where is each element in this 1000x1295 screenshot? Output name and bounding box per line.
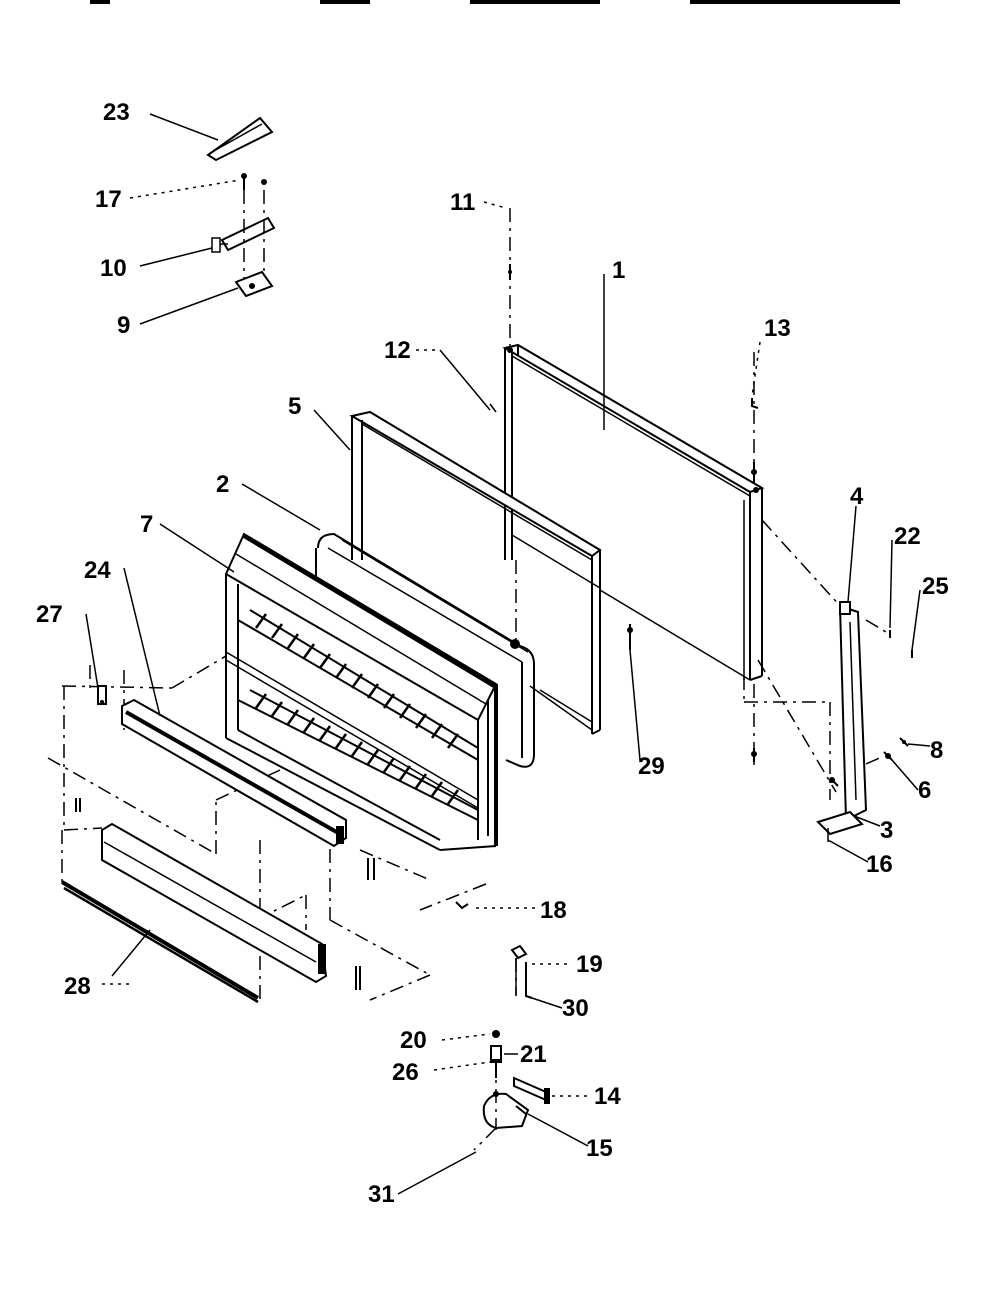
callout-labels: 23 17 10 9 11 1 12 13 5 2 7 24 27 4 22 2… — [36, 99, 949, 1208]
callout-28: 28 — [64, 973, 91, 1000]
screw-part-14 — [513, 1076, 550, 1104]
door-outer-panel-part-1 — [502, 343, 765, 681]
callout-27: 27 — [36, 601, 63, 628]
door-handle-trim-part-24 — [121, 698, 347, 848]
callout-18: 18 — [540, 897, 567, 924]
callout-21: 21 — [520, 1041, 547, 1068]
callout-9: 9 — [117, 312, 130, 339]
top-hinge-cover-part-23 — [206, 116, 274, 162]
screw-part-31 — [473, 1127, 497, 1151]
hinge-pin-part-30 — [525, 962, 533, 999]
door-gasket-part-5 — [349, 410, 602, 735]
callout-22: 22 — [894, 523, 921, 550]
door-stop-screw-part-13 — [751, 398, 759, 762]
callout-3: 3 — [880, 817, 893, 844]
callout-7: 7 — [140, 511, 153, 538]
callout-19: 19 — [576, 951, 603, 978]
callout-26: 26 — [392, 1059, 419, 1086]
door-liner-part-2 — [315, 532, 535, 768]
callout-20: 20 — [400, 1027, 427, 1054]
door-inner-frame-part-7 — [224, 532, 498, 851]
callout-4: 4 — [850, 483, 864, 510]
callout-31: 31 — [368, 1181, 395, 1208]
callout-2: 2 — [216, 471, 229, 498]
hinge-pin-part-3 — [816, 777, 864, 836]
callout-8: 8 — [930, 737, 943, 764]
callout-5: 5 — [288, 393, 301, 420]
callout-14: 14 — [594, 1083, 621, 1110]
callout-17: 17 — [95, 186, 122, 213]
callout-13: 13 — [764, 315, 791, 342]
callout-25: 25 — [922, 573, 949, 600]
screw-part-29 — [627, 624, 633, 650]
callout-30: 30 — [562, 995, 589, 1022]
hinge-screw-part-6 — [865, 751, 893, 765]
callout-16: 16 — [866, 851, 893, 878]
callout-10: 10 — [100, 255, 127, 282]
callout-12: 12 — [384, 337, 411, 364]
callout-23: 23 — [103, 99, 130, 126]
bottom-hinge-bracket-part-15 — [482, 1091, 530, 1130]
callout-6: 6 — [918, 777, 931, 804]
callout-29: 29 — [638, 753, 665, 780]
kick-plate-grille-part-28 — [60, 798, 361, 1004]
plug-part-12 — [489, 403, 497, 413]
bushing-part-21 — [490, 1045, 502, 1078]
hinge-washer-part-8 — [899, 737, 909, 747]
callout-15: 15 — [586, 1135, 613, 1162]
handle-bracket-part-27 — [97, 685, 107, 705]
callout-1: 1 — [612, 257, 625, 284]
top-hinge-screws-part-17 — [241, 173, 267, 190]
handle-screw-18 — [367, 858, 469, 910]
top-hinge-part-10 — [211, 190, 276, 290]
bottom-hinge-part-19 — [510, 944, 528, 996]
top-hinge-bracket-part-9 — [234, 270, 274, 298]
lower-hinge-bracket-part-4 — [838, 601, 868, 822]
callout-11: 11 — [450, 189, 475, 216]
screw-part-11 — [508, 264, 512, 280]
callout-24: 24 — [84, 557, 111, 584]
washer-part-20 — [492, 1030, 500, 1038]
leader-lines — [85, 113, 931, 1195]
hinge-spacer-part-22 — [865, 619, 891, 638]
